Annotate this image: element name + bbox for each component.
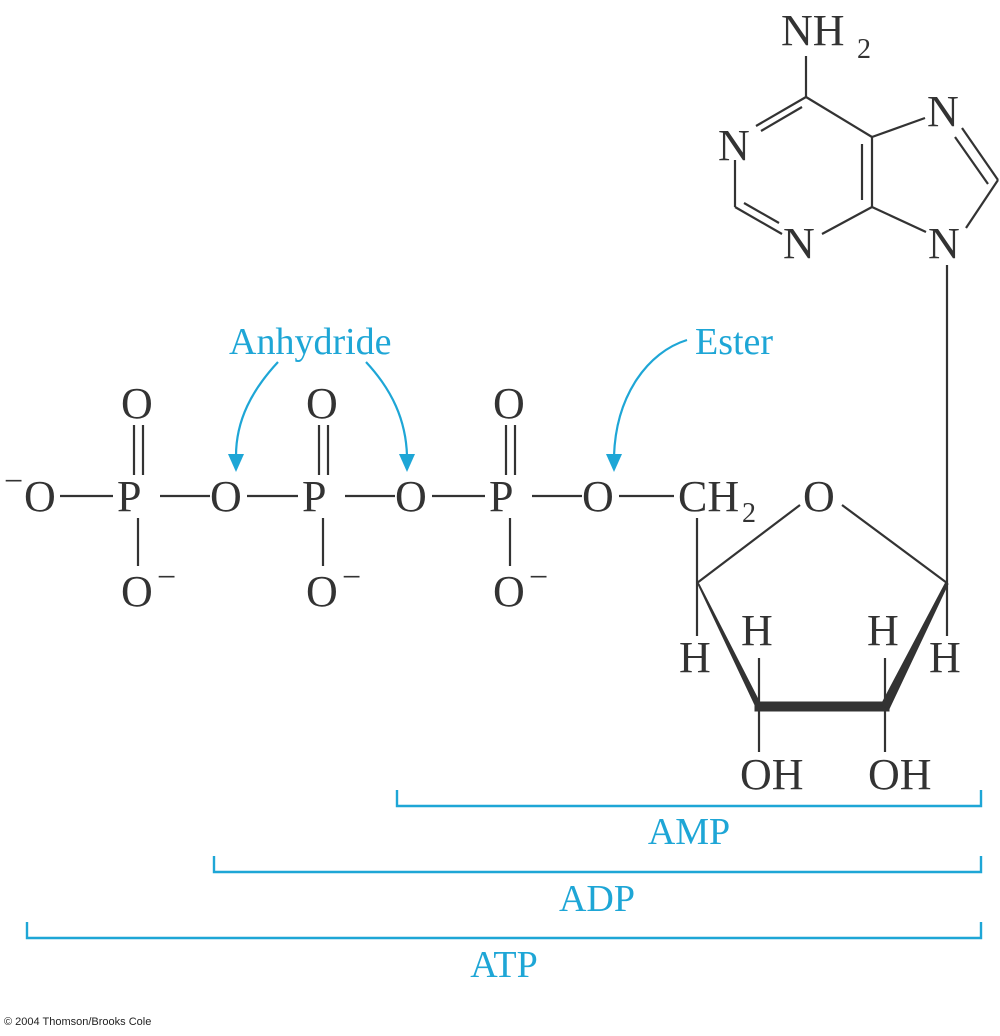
beta-charge: − [342,559,361,596]
atp-bracket [25,922,983,940]
bond-oring-c1 [841,504,948,584]
n7-label: N [927,87,959,136]
anhydride-label: Anhydride [229,321,392,363]
gamma-double-oxygen: O [121,379,153,428]
bond-c4-oring [696,504,801,584]
bond-c5-c6 [805,96,873,138]
bond-c2-n3-double [743,202,780,224]
bridge-oxygen-2: O [395,472,427,521]
bond-c2-n3 [734,206,783,235]
ring-oxygen: O [803,472,835,521]
alpha-charge: − [529,559,548,596]
ribose-sugar: CH 2 O H H H H OH OH [678,472,961,799]
terminal-oxygen: O [24,472,56,521]
gamma-phosphorus: P [117,472,141,521]
alpha-phosphorus: P [489,472,513,521]
atp-label: ATP [470,944,538,986]
phosphate-chain: − O P O O − O P O O − O P O O − O [4,379,674,616]
bond-n9-c4 [871,206,927,233]
n1-label: N [718,121,750,170]
n3-label: N [783,219,815,268]
gamma-o-minus: O [121,567,153,616]
bridge-oxygen-1: O [210,472,242,521]
h-c2: H [867,606,899,655]
beta-phosphorus: P [302,472,326,521]
beta-double-oxygen: O [306,379,338,428]
amp-bracket [395,790,983,808]
ester-arrow [612,338,688,457]
bond-n7-c8 [961,127,999,181]
amp-label: AMP [648,811,730,853]
adp-bracket [212,856,983,874]
adp-label: ADP [559,878,635,920]
anhydride-arrow-right [365,361,409,457]
amine-subscript: 2 [857,34,871,65]
ch2-subscript: 2 [742,498,756,529]
bond-n3-c4 [821,206,873,235]
bond-type-annotations: Anhydride Ester [228,321,773,472]
h-c1: H [929,633,961,682]
ester-arrowhead [606,454,622,472]
copyright-notice: © 2004 Thomson/Brooks Cole [4,1016,152,1028]
anhydride-arrow-left [234,361,279,457]
ch2-label: CH [678,472,739,521]
alpha-double-oxygen: O [493,379,525,428]
h-c4: H [679,633,711,682]
bond-c8-n9 [965,179,999,229]
n9-label: N [928,219,960,268]
anhydride-arrowhead-right [399,454,415,472]
ester-label: Ester [695,321,773,363]
adenine-base: NH 2 N N N N [718,6,999,583]
anhydride-arrowhead-left [228,454,244,472]
gamma-charge: − [157,559,176,596]
terminal-charge: − [4,463,23,500]
bond-n7-c8-double [954,136,989,185]
alpha-o-minus: O [493,567,525,616]
bond-c5-n7 [871,116,926,139]
ester-oxygen: O [582,472,614,521]
bond-c6-n1-double [760,106,803,132]
oh-c3: OH [740,750,804,799]
h-c3: H [741,606,773,655]
nucleotide-brackets: AMP ADP ATP [25,790,983,986]
oh-c2: OH [868,750,932,799]
beta-o-minus: O [306,567,338,616]
bond-c3-c2-bold [754,701,890,712]
bond-c6-n1 [755,96,807,127]
amine-label: NH [781,6,845,55]
